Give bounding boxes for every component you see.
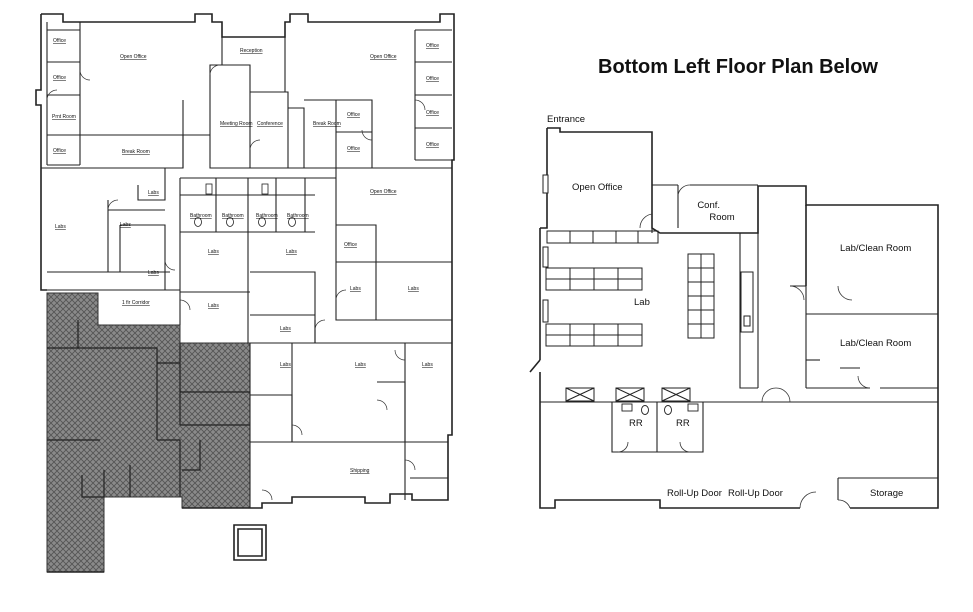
room-label-conf-line: Room bbox=[709, 212, 734, 223]
room-label-storage: Storage bbox=[870, 488, 903, 499]
room-label: Labs bbox=[350, 286, 361, 292]
left-floor-plan: Office Office Prnt Room Office Open Offi… bbox=[35, 13, 455, 573]
right-door-swings bbox=[617, 184, 871, 509]
room-label: Bathroom bbox=[287, 213, 309, 219]
room-label: Labs bbox=[208, 249, 219, 255]
left-door-swings bbox=[46, 64, 426, 501]
room-label-open-office: Open Office bbox=[572, 182, 623, 193]
room-label: Labs bbox=[355, 362, 366, 368]
room-label-entrance: Entrance bbox=[547, 114, 585, 125]
room-label: Office bbox=[53, 38, 66, 44]
room-label: Conference bbox=[257, 121, 283, 127]
left-room-labels: Office Office Prnt Room Office Open Offi… bbox=[52, 38, 439, 474]
room-label: Open Office bbox=[370, 189, 397, 195]
room-label: Bathroom bbox=[222, 213, 244, 219]
room-label-rr: RR bbox=[676, 418, 690, 429]
room-label-lab-clean-room: Lab/Clean Room bbox=[840, 243, 911, 254]
room-label: Prnt Room bbox=[52, 114, 76, 120]
room-label: Labs bbox=[120, 222, 131, 228]
right-roll-up-doors bbox=[555, 499, 661, 508]
left-toilet-fixtures bbox=[194, 183, 296, 227]
room-label: 1 fir Corridor bbox=[122, 300, 150, 306]
room-label: Labs bbox=[208, 303, 219, 309]
room-label-lab: Lab bbox=[634, 297, 650, 308]
left-outer-walls bbox=[35, 13, 455, 573]
room-label: Office bbox=[53, 75, 66, 81]
room-label: Shipping bbox=[350, 468, 370, 474]
hatched-area-interior-walls bbox=[47, 320, 250, 498]
room-label: Labs bbox=[55, 224, 66, 230]
room-label: Labs bbox=[286, 249, 297, 255]
right-crossed-boxes bbox=[565, 387, 691, 402]
room-label: Office bbox=[426, 43, 439, 49]
room-label: Break Room bbox=[122, 149, 150, 155]
room-label-conf: Conf. Room bbox=[697, 200, 734, 223]
right-windows bbox=[542, 174, 549, 323]
room-label: Open Office bbox=[370, 54, 397, 60]
room-label: Bathroom bbox=[256, 213, 278, 219]
room-label-lab-clean-room: Lab/Clean Room bbox=[840, 338, 911, 349]
room-label: Office bbox=[53, 148, 66, 154]
room-label: Labs bbox=[148, 190, 159, 196]
room-label: Office bbox=[426, 142, 439, 148]
room-label: Meeting Room bbox=[220, 121, 253, 127]
room-label-rr: RR bbox=[629, 418, 643, 429]
room-label-roll-up-door: Roll-Up Door bbox=[728, 488, 783, 499]
room-label: Office bbox=[347, 146, 360, 152]
right-room-labels: Entrance Open Office Conf. Room Lab/Clea… bbox=[547, 114, 911, 499]
right-floor-plan: Entrance Open Office Conf. Room Lab/Clea… bbox=[529, 114, 939, 509]
room-label: Labs bbox=[408, 286, 419, 292]
room-label: Open Office bbox=[120, 54, 147, 60]
room-label: Break Room bbox=[313, 121, 341, 127]
room-label: Labs bbox=[280, 362, 291, 368]
right-interior-walls bbox=[540, 184, 938, 500]
room-label-conf-line: Conf. bbox=[697, 200, 720, 211]
room-label: Office bbox=[426, 76, 439, 82]
room-label: Labs bbox=[148, 270, 159, 276]
room-label: Labs bbox=[280, 326, 291, 332]
room-label: Office bbox=[347, 112, 360, 118]
room-label: Bathroom bbox=[190, 213, 212, 219]
room-label: Labs bbox=[422, 362, 433, 368]
room-label-roll-up-door: Roll-Up Door bbox=[667, 488, 722, 499]
room-label: Office bbox=[426, 110, 439, 116]
left-interior-walls bbox=[41, 22, 452, 508]
room-label: Reception bbox=[240, 48, 263, 54]
room-label: Office bbox=[344, 242, 357, 248]
right-lab-benches bbox=[545, 230, 754, 347]
figure-heading: Bottom Left Floor Plan Below bbox=[598, 56, 878, 78]
right-rr-fixtures bbox=[621, 403, 699, 415]
